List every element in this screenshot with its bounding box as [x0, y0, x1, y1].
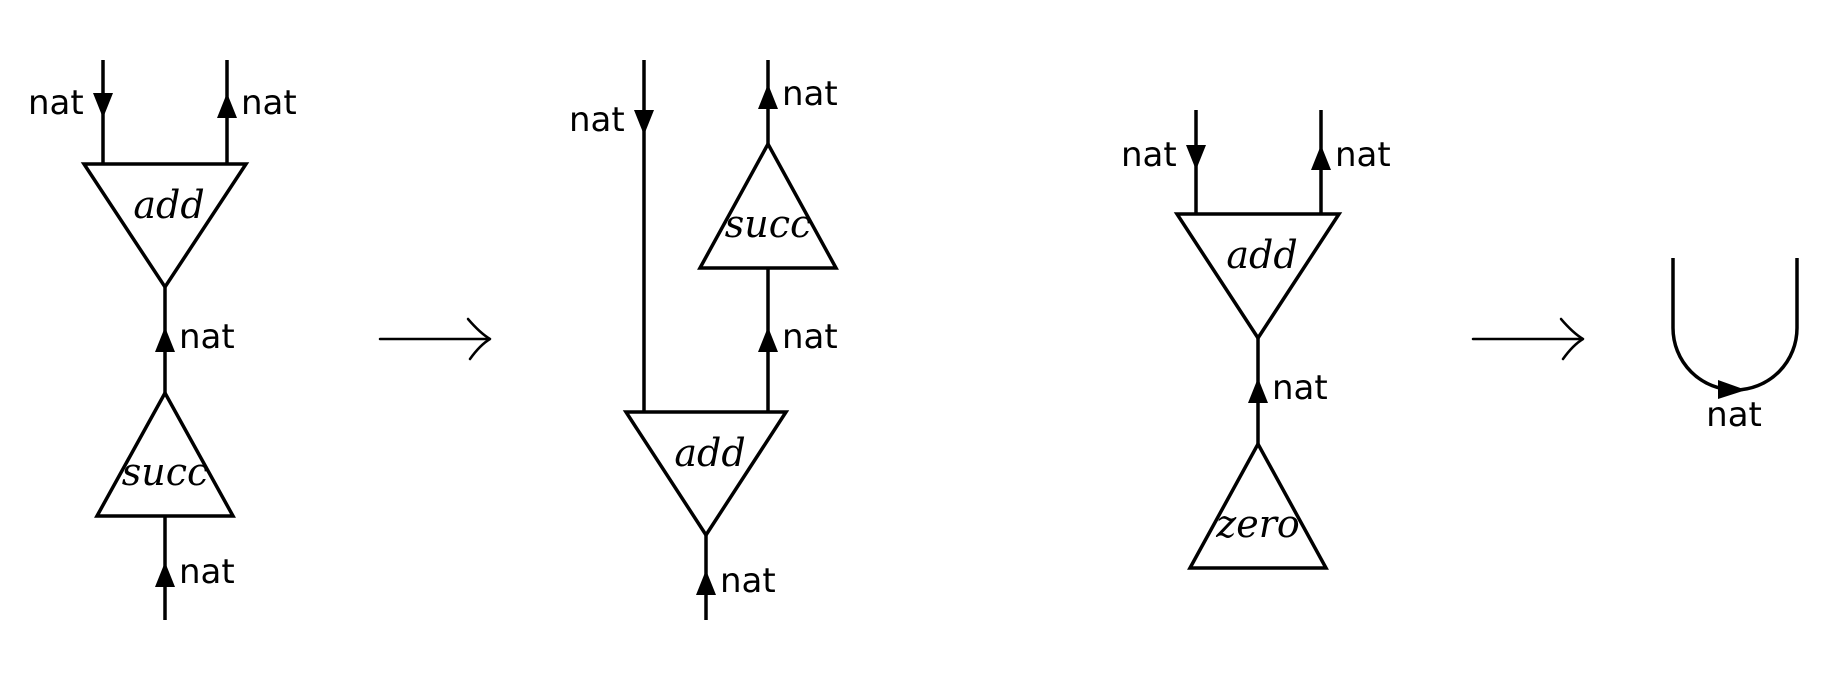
- wire-type-label: nat: [1272, 368, 1328, 408]
- wire-type-label: nat: [179, 552, 235, 592]
- gate-label: zero: [1215, 502, 1300, 546]
- right-arrow-icon: [466, 317, 492, 361]
- wire-type-label: nat: [782, 74, 838, 114]
- up-arrow-icon: [155, 562, 175, 587]
- gate-label: add: [674, 431, 745, 475]
- wire-type-label: nat: [179, 317, 235, 357]
- wire-type-label: nat: [720, 561, 776, 601]
- cap-wire: [1671, 258, 1799, 392]
- gate-label: add: [1226, 233, 1297, 277]
- add-gate: [622, 410, 790, 539]
- rewrite-arrow: [378, 317, 492, 361]
- up-arrow-icon: [758, 84, 778, 109]
- down-arrow-icon: [1186, 145, 1206, 170]
- succ-gate: [94, 389, 236, 518]
- wire-type-label: nat: [569, 100, 625, 140]
- gate-label: succ: [122, 450, 209, 494]
- up-arrow-icon: [696, 570, 716, 595]
- gate-label: add: [133, 183, 204, 227]
- up-arrow-icon: [155, 327, 175, 352]
- wire-type-label: nat: [241, 83, 297, 123]
- add-gate: [80, 162, 250, 291]
- up-arrow-icon: [758, 327, 778, 352]
- down-arrow-icon: [93, 93, 113, 118]
- diagram-rhs-zero: nat: [1671, 258, 1799, 435]
- rewrite-arrow: [1471, 317, 1585, 361]
- zero-gate: [1187, 440, 1329, 570]
- right-arrow-icon: [1718, 380, 1746, 399]
- up-arrow-icon: [1311, 145, 1331, 170]
- right-arrow-icon: [1559, 317, 1585, 361]
- wire-type-label: nat: [1335, 135, 1391, 175]
- wire-type-label: nat: [1706, 395, 1762, 435]
- diagram-rhs-succ: succ add nat nat nat nat: [569, 60, 839, 620]
- down-arrow-icon: [634, 110, 654, 135]
- up-arrow-icon: [1248, 378, 1268, 403]
- diagram-lhs-succ: add succ nat nat nat nat: [28, 60, 297, 620]
- add-gate: [1173, 212, 1343, 342]
- wire-type-label: nat: [1121, 135, 1177, 175]
- gate-label: succ: [725, 202, 812, 246]
- up-arrow-icon: [217, 93, 237, 118]
- succ-gate: [697, 140, 839, 270]
- diagram-lhs-zero: add zero nat nat nat: [1121, 110, 1391, 570]
- wire-type-label: nat: [782, 317, 838, 357]
- wire-type-label: nat: [28, 83, 84, 123]
